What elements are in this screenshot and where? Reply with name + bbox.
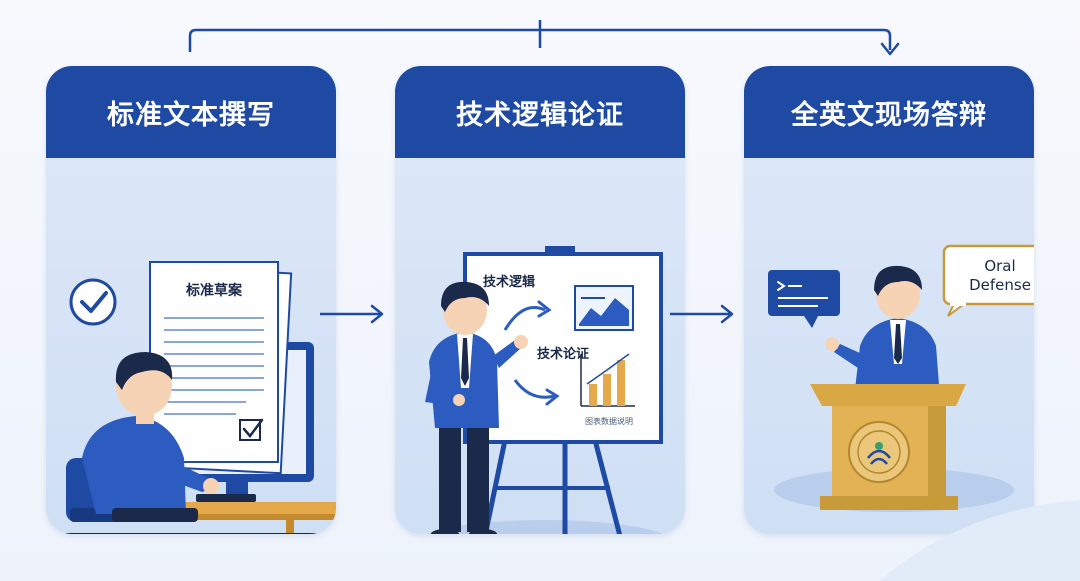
decorative-wave xyxy=(880,500,1080,581)
draft-document-icon: 标准草案 xyxy=(149,261,293,475)
checkbox-checked-icon xyxy=(239,418,264,441)
area-chart-icon xyxy=(574,285,634,331)
defense-illustration: Oral Defense xyxy=(768,244,1034,512)
bar-chart-icon xyxy=(580,353,635,407)
chevron-down-icon xyxy=(880,42,900,56)
presenter-illustration: 技术逻辑 技术论证 图表数据说明 xyxy=(425,246,664,534)
stage-title-defense: 全英文现场答辩 xyxy=(791,99,987,131)
stage-card-argument: 技术逻辑论证 技术逻辑 技术论证 xyxy=(395,66,685,534)
writer-illustration: 标准草案 xyxy=(46,261,336,534)
stage-header-argument: 技术逻辑论证 xyxy=(395,66,685,158)
stage-card-writing: 标准文本撰写 xyxy=(46,66,336,534)
stage-card-defense: 全英文现场答辩 Oral Defense xyxy=(744,66,1034,534)
stage-title-argument: 技术逻辑论证 xyxy=(456,99,624,131)
presenter-person-icon xyxy=(425,281,528,534)
top-process-connector xyxy=(188,20,900,56)
board-caption: 图表数据说明 xyxy=(585,416,633,426)
easel-icon xyxy=(482,439,623,534)
check-circle-icon xyxy=(69,278,117,326)
oral-defense-speech-bubble: Oral Defense xyxy=(942,244,1034,317)
draft-document-title: 标准草案 xyxy=(185,282,243,299)
person-writing-icon xyxy=(82,352,219,522)
oral-defense-label-line2: Defense xyxy=(969,276,1031,294)
stage-title-writing: 标准文本撰写 xyxy=(107,99,275,131)
stage-header-writing: 标准文本撰写 xyxy=(46,66,336,158)
oral-defense-label-line1: Oral xyxy=(984,257,1015,275)
board-label-logic: 技术逻辑 xyxy=(483,274,535,290)
code-speech-bubble-icon xyxy=(768,270,840,328)
arrow-right-icon xyxy=(320,304,384,324)
speaker-person-icon xyxy=(825,265,940,398)
arrow-right-icon xyxy=(670,304,734,324)
podium-icon xyxy=(810,384,966,510)
board-label-argument: 技术论证 xyxy=(537,346,589,362)
stage-header-defense: 全英文现场答辩 xyxy=(744,66,1034,158)
